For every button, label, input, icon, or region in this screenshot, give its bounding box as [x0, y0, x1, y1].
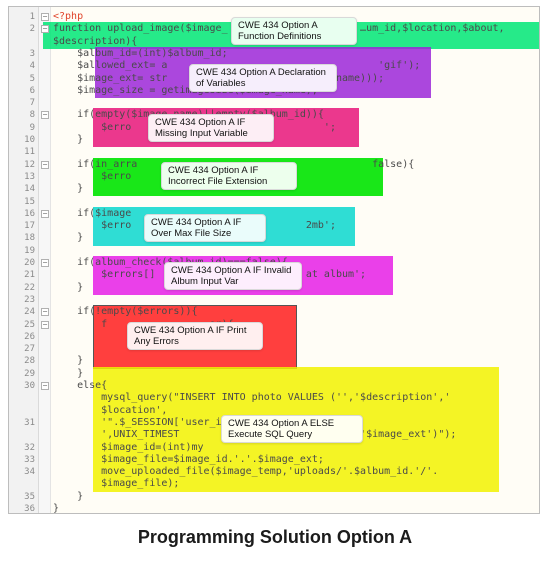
line-number: 21 [24, 270, 35, 281]
line-number: 3 [29, 48, 35, 59]
code-line [53, 331, 537, 342]
fold-toggle-icon[interactable]: − [41, 110, 49, 120]
line-number: 20 [24, 258, 35, 268]
code-line: if(!empty($errors)){ [53, 306, 198, 318]
line-number: 22 [24, 282, 35, 293]
line-number: 26 [24, 331, 35, 342]
code-line: $image_id=(int)my [53, 441, 204, 453]
line-number-gutter [9, 7, 39, 513]
code-line: } [53, 503, 60, 514]
code-line: move_uploaded_file($image_temp,'uploads/… [53, 466, 439, 478]
line-number: 34 [24, 467, 35, 478]
line-number: 4 [29, 61, 35, 72]
code-line: $erro 2mb'; [101, 220, 336, 232]
line-number: 28 [24, 356, 35, 367]
line-number: 5 [29, 73, 35, 84]
figure-caption: Programming Solution Option A [137, 527, 413, 547]
code-line [53, 343, 537, 354]
line-number: 14 [24, 184, 35, 195]
code-line: $image_file); [53, 478, 180, 490]
code-line: $errors[] at album'; [101, 269, 367, 281]
code-line: } [53, 232, 84, 244]
line-number: 24 [24, 307, 35, 318]
line-number: 18 [24, 233, 35, 244]
annotation-label: CWE 434 Option A Function Definitions [231, 17, 357, 45]
code-line: mysql_query("INSERT INTO photo VALUES ('… [53, 392, 451, 404]
code-line: if(empty($image_name)||empty($album_id))… [53, 109, 537, 120]
annotation-label: CWE 434 Option A Declaration of Variable… [189, 64, 337, 92]
line-number: 19 [24, 245, 35, 256]
fold-toggle-icon[interactable]: − [41, 307, 49, 317]
code-line: } [53, 183, 84, 195]
code-line: $image_ext= str $image_name))); [77, 72, 385, 84]
code-line: $description){ [53, 35, 138, 47]
code-line: if(in_arra false){ [77, 158, 415, 170]
line-number: 6 [29, 85, 35, 96]
line-number: 32 [24, 442, 35, 453]
line-number: 23 [24, 294, 35, 305]
line-number: 11 [24, 147, 35, 158]
line-number: 15 [24, 196, 35, 207]
annotation-label: CWE 434 Option A IF Over Max File Size [144, 214, 266, 242]
line-number: 25 [24, 319, 35, 330]
line-number: 31 [24, 417, 35, 428]
annotation-label: CWE 434 Option A IF Missing Input Variab… [148, 114, 274, 142]
code-line: $album_id=(int)$album_id; [53, 47, 228, 59]
line-number: 1 [29, 12, 35, 22]
line-number: 35 [24, 491, 35, 502]
fold-toggle-icon[interactable]: − [41, 208, 49, 218]
code-line: } [53, 134, 84, 145]
line-number: 17 [24, 221, 35, 232]
fold-toggle-icon[interactable]: − [41, 12, 49, 21]
line-number: 33 [24, 454, 35, 465]
code-line: $image_file=$image_id.'.'.$image_ext; [53, 453, 324, 465]
fold-toggle-icon[interactable]: − [41, 381, 49, 390]
line-number: 29 [24, 368, 35, 379]
fold-toggle-icon[interactable]: − [41, 24, 49, 34]
line-number: 2 [29, 24, 35, 35]
line-number: 16 [24, 208, 35, 219]
line-number: 7 [29, 98, 35, 109]
code-line: if($image [53, 207, 132, 219]
fold-toggle-icon[interactable]: − [41, 159, 49, 169]
code-line: else{ [53, 380, 108, 391]
annotation-label: CWE 434 Option A ELSE Execute SQL Query [221, 415, 363, 443]
line-number: 12 [24, 159, 35, 170]
line-number: 30 [24, 381, 35, 391]
line-number: 13 [24, 171, 35, 182]
code-line: '".$_SESSION['user_id']."','$album_id [53, 416, 324, 428]
code-line: $erro [53, 170, 132, 182]
annotation-label: CWE 434 Option A IF Print Any Errors [127, 322, 263, 350]
annotation-label: CWE 434 Option A IF Invalid Album Input … [164, 262, 302, 290]
line-number: 10 [24, 135, 35, 145]
line-number: 9 [29, 122, 35, 133]
annotation-label: CWE 434 Option A IF Incorrect File Exten… [161, 162, 297, 190]
code-line: $location', [53, 404, 168, 416]
code-line: } [53, 281, 84, 293]
fold-toggle-icon[interactable]: − [41, 319, 49, 329]
code-line: } [53, 367, 84, 379]
code-line: $erro '; [101, 121, 336, 133]
fold-toggle-icon[interactable]: − [41, 258, 49, 267]
code-line: f or){ [101, 318, 233, 330]
line-number: 27 [24, 344, 35, 355]
code-line: <?php [53, 11, 84, 22]
line-number: 36 [24, 504, 35, 514]
code-line: } [53, 490, 84, 502]
code-line: } [53, 355, 84, 367]
line-number: 8 [29, 110, 35, 121]
code-line: $allowed_ext= a 'gif'); [77, 60, 421, 72]
